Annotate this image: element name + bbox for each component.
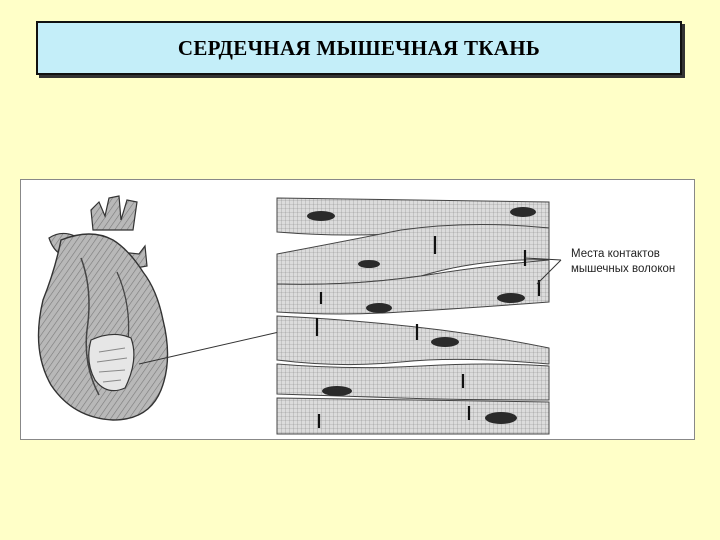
contact-sites-label: Места контактов мышечных волокон bbox=[571, 247, 675, 277]
title-box: СЕРДЕЧНАЯ МЫШЕЧНАЯ ТКАНЬ bbox=[36, 21, 682, 75]
callout-pointers bbox=[524, 257, 562, 285]
muscle-tissue-illustration bbox=[37, 195, 562, 435]
figure-panel: Места контактов мышечных волокон bbox=[20, 179, 695, 440]
fiber-band bbox=[276, 315, 550, 366]
fiber-nuclei bbox=[307, 207, 536, 424]
nucleus bbox=[366, 303, 392, 313]
nucleus bbox=[497, 293, 525, 303]
nucleus bbox=[510, 207, 536, 217]
connector-line bbox=[138, 331, 280, 365]
nucleus bbox=[322, 386, 352, 396]
nucleus bbox=[485, 412, 517, 424]
heart-drawing bbox=[37, 195, 169, 421]
muscle-fibers bbox=[276, 197, 550, 435]
nucleus bbox=[431, 337, 459, 347]
fiber-band bbox=[276, 259, 550, 315]
nucleus bbox=[307, 211, 335, 221]
callout-line-2: мышечных волокон bbox=[571, 263, 676, 275]
slide-title: СЕРДЕЧНАЯ МЫШЕЧНАЯ ТКАНЬ bbox=[177, 35, 541, 60]
callout-line-1: Места контактов bbox=[571, 248, 660, 260]
fiber-band bbox=[276, 397, 550, 435]
nucleus bbox=[358, 260, 380, 268]
fiber-band bbox=[276, 363, 550, 401]
